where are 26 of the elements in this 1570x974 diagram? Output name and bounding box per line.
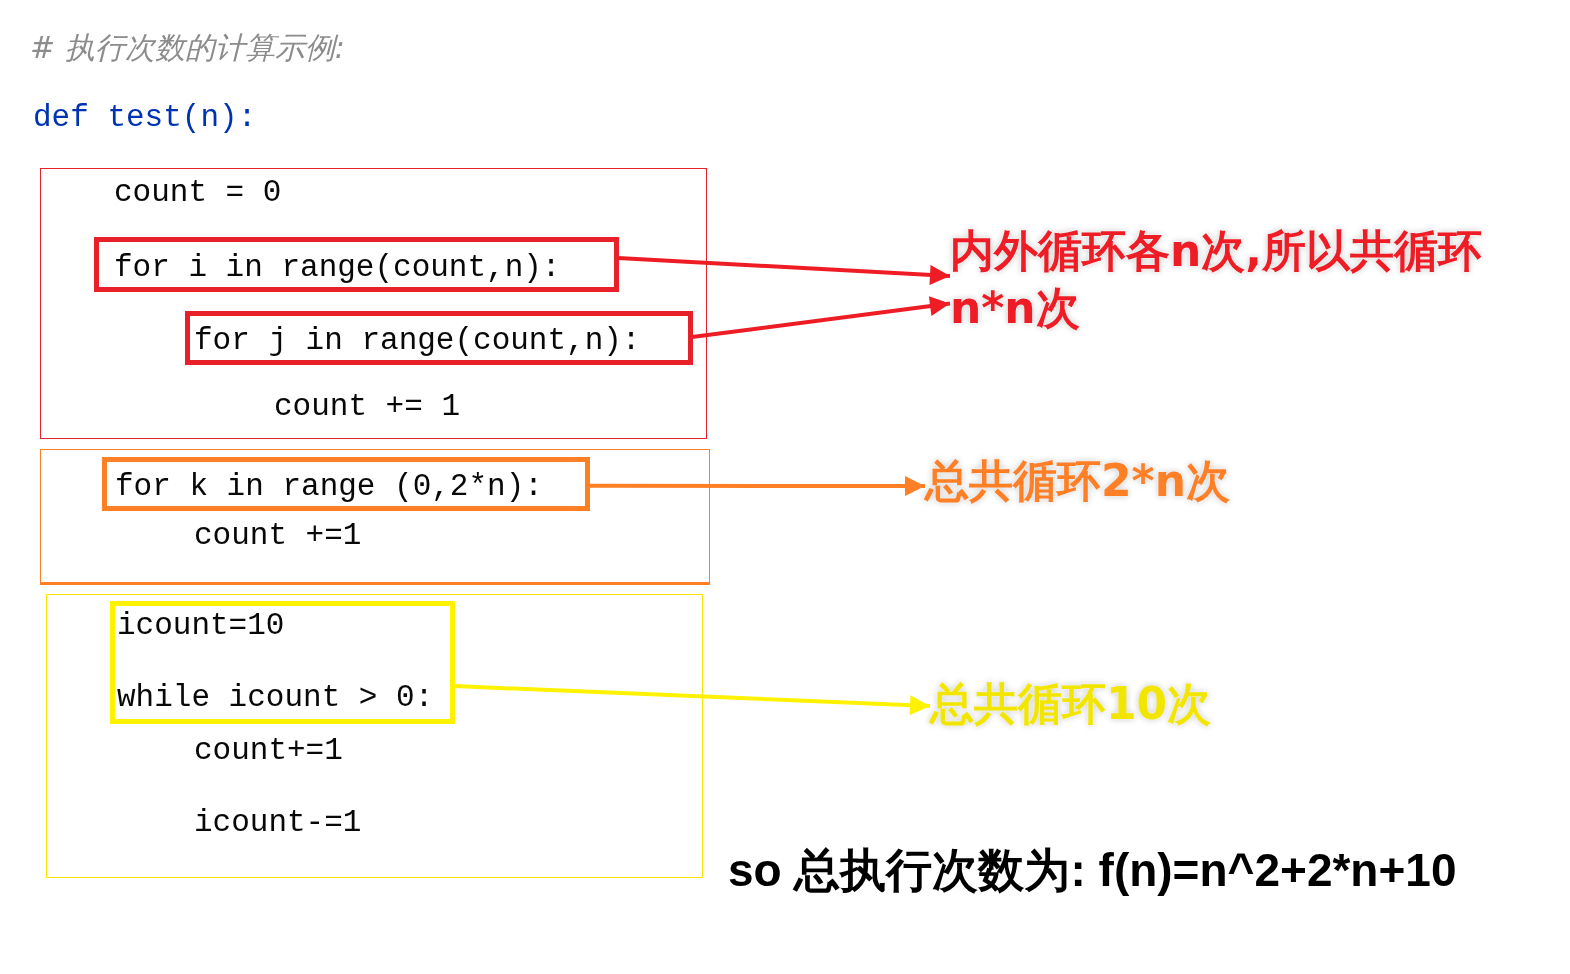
arrow [617,256,951,285]
arrow [589,476,925,497]
code-line: count = 0 [114,177,282,208]
code-line: icount=10 [117,610,285,641]
arrow [453,684,931,716]
code-block-frame [40,168,707,439]
code-line: count += 1 [274,391,461,422]
code-line: for i in range(count,n): [114,252,561,283]
code-line: count +=1 [194,520,362,551]
code-comment: # 执行次数的计算示例: [30,29,345,67]
code-block-frame [40,449,710,585]
annotation-text: 总共循环2*n次 [925,452,1325,514]
code-line: while icount > 0: [117,682,434,713]
highlight-box [110,601,455,724]
code-line: icount-=1 [194,807,362,838]
highlight-box [185,311,693,365]
annotation-text: 总共循环10次 [930,675,1330,737]
annotation-text: 内外循环各n次,所以共循环n*n次 [950,222,1550,342]
highlight-box [94,237,619,292]
code-line: count+=1 [194,735,343,766]
code-line: for k in range (0,2*n): [115,471,543,502]
function-definition: def test(n): [33,100,257,135]
code-line: for j in range(count,n): [194,325,641,356]
highlight-box [102,457,590,511]
code-block-frame [46,594,703,878]
formula-note: so 总执行次数为: f(n)=n^2+2*n+10 [728,843,1457,898]
